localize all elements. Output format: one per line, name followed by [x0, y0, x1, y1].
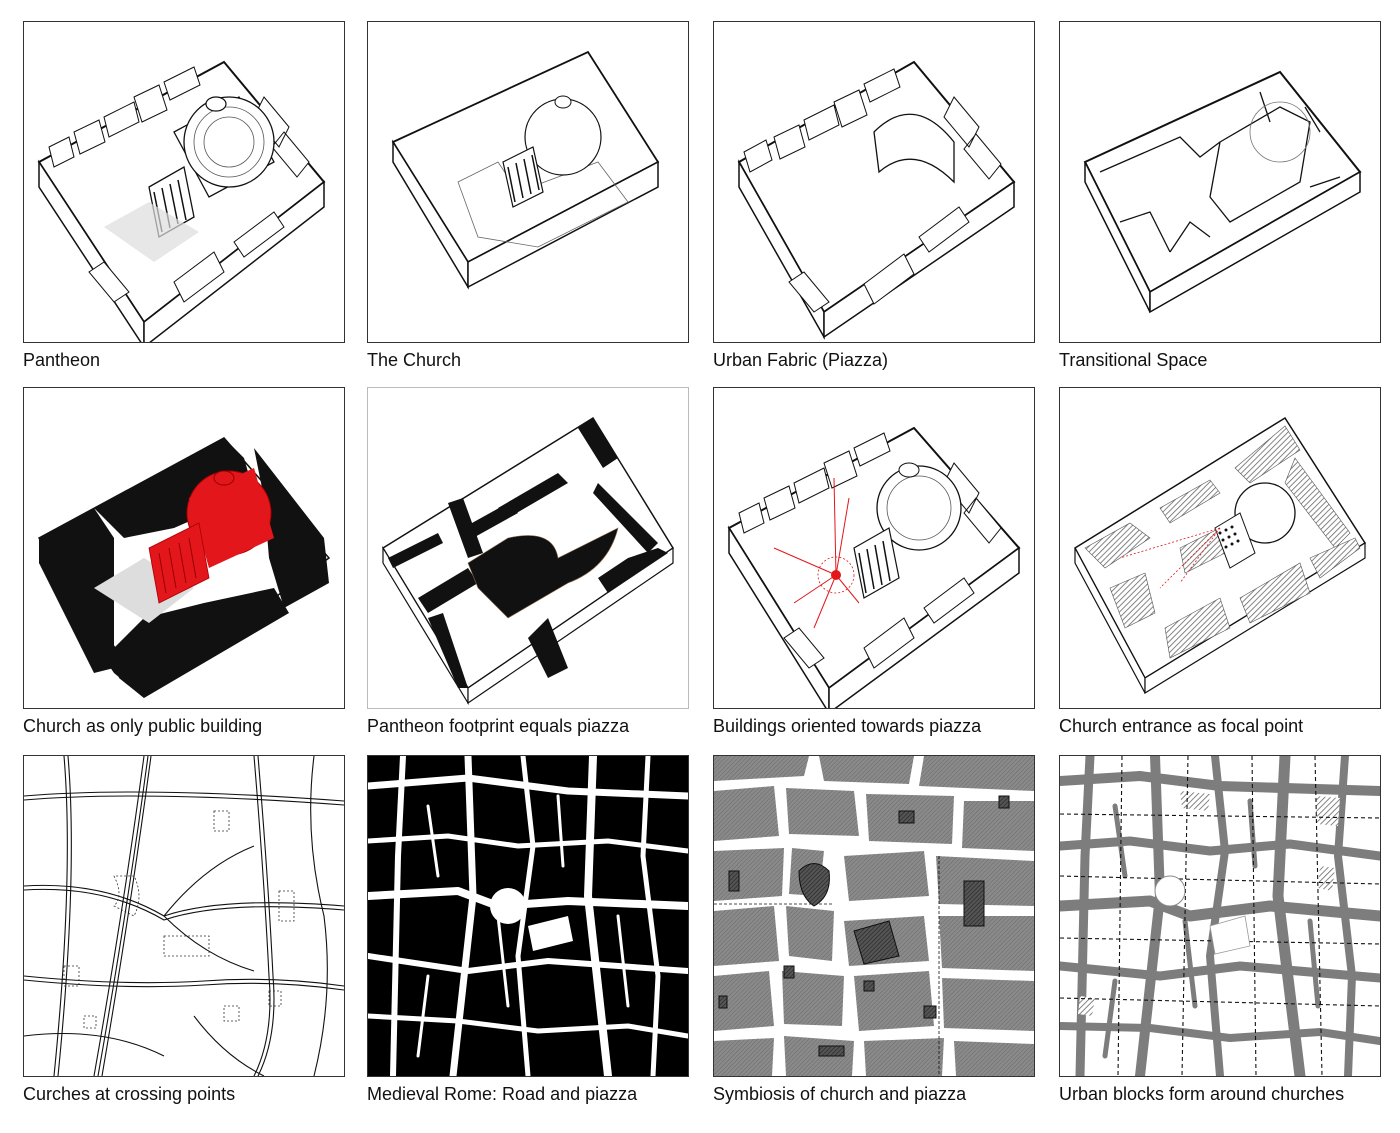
caption-pantheon: Pantheon: [23, 350, 101, 370]
caption-symbiosis: Symbiosis of church and piazza: [713, 1084, 967, 1104]
church-axonometric: [391, 50, 660, 290]
caption-pantheon-footprint: Pantheon footprint equals piazza: [367, 716, 630, 736]
panel-medieval-rome: [367, 755, 689, 1077]
caption-urban-fabric: Urban Fabric (Piazza): [713, 350, 889, 370]
medieval-rome-figure-ground: [368, 756, 688, 1076]
panel-churches-crossing: [23, 755, 345, 1077]
caption-church-public-building: Church as only public building: [23, 716, 263, 736]
panel-symbiosis: [713, 755, 1035, 1077]
caption-churches-crossing: Curches at crossing points: [23, 1084, 236, 1104]
churches-crossing-map: [24, 756, 344, 1076]
panel-buildings-oriented: [713, 387, 1035, 709]
panel-transitional-space: [1059, 21, 1381, 343]
transitional-space-axonometric: [1083, 70, 1362, 314]
panel-pantheon: [23, 21, 345, 343]
caption-church-entrance: Church entrance as focal point: [1059, 716, 1304, 736]
panel-church-entrance: [1059, 387, 1381, 709]
caption-urban-blocks: Urban blocks form around churches: [1059, 1084, 1345, 1104]
church-public-building-axonometric: [37, 437, 331, 698]
church-entrance-plan: [1074, 416, 1367, 695]
urban-fabric-axonometric: [737, 60, 1016, 340]
buildings-oriented-axonometric: [727, 426, 1021, 708]
caption-the-church: The Church: [367, 350, 462, 370]
urban-blocks-map: [1060, 756, 1380, 1076]
pantheon-axonometric: [37, 60, 326, 342]
pantheon-footprint-plan: [381, 416, 675, 706]
panel-pantheon-footprint: [367, 387, 689, 709]
caption-transitional-space: Transitional Space: [1059, 350, 1208, 370]
caption-buildings-oriented: Buildings oriented towards piazza: [713, 716, 982, 736]
caption-medieval-rome: Medieval Rome: Road and piazza: [367, 1084, 638, 1104]
panel-church-public-building: [23, 387, 345, 709]
panel-urban-blocks: [1059, 755, 1381, 1077]
symbiosis-map: [714, 756, 1034, 1076]
panel-urban-fabric: [713, 21, 1035, 343]
panel-the-church: [367, 21, 689, 343]
